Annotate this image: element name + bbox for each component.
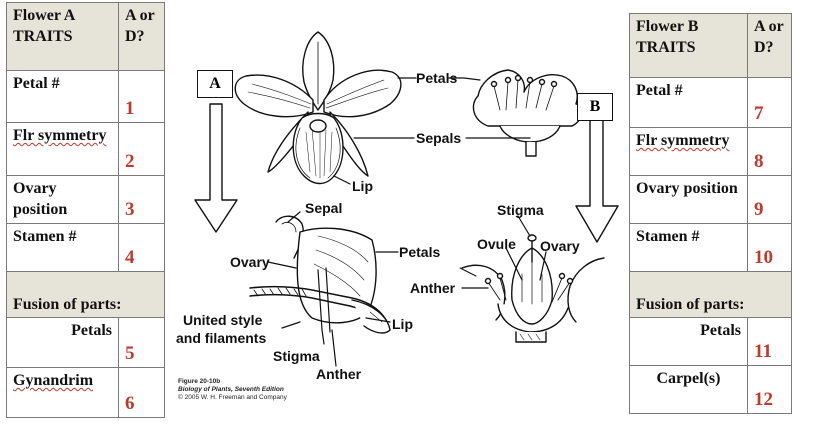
- flower-a-row-label: Stamen #: [6, 223, 119, 272]
- flower-b-answer-cell[interactable]: 9: [747, 175, 792, 224]
- flower-b-row-label: Flr symmetry: [629, 127, 748, 176]
- flower-a-answer-cell[interactable]: 6: [118, 367, 165, 418]
- flower-b-row-label: Ovary position: [629, 175, 748, 224]
- flower-a-traits-table: Flower A TRAITS A or D? Petal # 1 Flr sy…: [6, 2, 165, 418]
- box-a: A: [197, 70, 233, 98]
- flower-a-row-label: Petal #: [6, 70, 119, 123]
- flower-b-section-illustration: [459, 234, 605, 343]
- box-b: B: [577, 93, 613, 121]
- flower-b-answer-cell[interactable]: 7: [747, 77, 792, 128]
- label-anther-left: Anther: [316, 366, 362, 382]
- flower-b-whole-illustration: [472, 69, 583, 157]
- flower-a-header-traits: Flower A TRAITS: [6, 2, 119, 71]
- flower-b-fusion-header: Fusion of parts:: [629, 271, 792, 318]
- flower-a-fusion-header: Fusion of parts:: [6, 271, 165, 318]
- arrow-a-down-icon: [194, 103, 238, 233]
- label-lip-bottom: Lip: [392, 316, 413, 332]
- flower-b-answer-cell[interactable]: 11: [747, 317, 792, 366]
- arrow-b-down-icon: [575, 119, 619, 243]
- label-petals-mid: Petals: [399, 244, 441, 260]
- label-united-style-1: United style: [183, 312, 263, 328]
- flower-b-row-label: Petal #: [629, 77, 748, 128]
- orchid-front-illustration: [234, 31, 402, 185]
- leader-lines: [267, 77, 547, 367]
- label-ovary-left: Ovary: [230, 254, 270, 270]
- flower-b-traits-table: Flower B TRAITS A or D? Petal # 7 Flr sy…: [629, 13, 792, 414]
- label-sepal: Sepal: [305, 200, 343, 216]
- flower-a-answer-cell[interactable]: 5: [118, 317, 165, 368]
- flower-a-answer-cell[interactable]: 4: [118, 223, 165, 272]
- label-stigma-right: Stigma: [497, 202, 544, 218]
- caption-copyright: © 2005 W. H. Freeman and Company: [178, 394, 287, 401]
- flower-b-header-aord: A or D?: [747, 13, 792, 78]
- flower-a-answer-cell[interactable]: 3: [118, 175, 165, 224]
- flower-a-row-label: Gynandrim: [6, 367, 119, 418]
- label-sepals: Sepals: [416, 130, 462, 146]
- caption-figure-number: Figure 20-10b: [178, 378, 221, 385]
- flower-a-row-label: Ovary position: [6, 175, 119, 224]
- flower-b-answer-cell[interactable]: 12: [747, 365, 792, 414]
- flower-a-answer-cell[interactable]: 1: [118, 70, 165, 123]
- flower-b-header-traits: Flower B TRAITS: [629, 13, 748, 78]
- label-united-style-2: and filaments: [176, 330, 267, 346]
- flower-a-header-aord: A or D?: [118, 2, 165, 71]
- flower-b-row-label: Stamen #: [629, 223, 748, 272]
- caption-book-title: Biology of Plants, Seventh Edition: [178, 386, 284, 393]
- figure-caption: Figure 20-10b Biology of Plants, Seventh…: [178, 378, 287, 402]
- orchid-section-illustration: [249, 215, 391, 334]
- flower-a-row-label: Petals: [6, 317, 119, 368]
- label-lip-top: Lip: [352, 178, 373, 194]
- flower-a-row-label: Flr symmetry: [6, 122, 119, 176]
- flower-b-answer-cell[interactable]: 10: [747, 223, 792, 272]
- flower-b-row-label: Carpel(s): [629, 365, 748, 414]
- label-anther-right: Anther: [410, 280, 456, 296]
- label-stigma-left: Stigma: [273, 348, 320, 364]
- label-ovule: Ovule: [477, 236, 516, 252]
- label-ovary-right: Ovary: [540, 238, 580, 254]
- label-petals-top: Petals: [416, 70, 458, 86]
